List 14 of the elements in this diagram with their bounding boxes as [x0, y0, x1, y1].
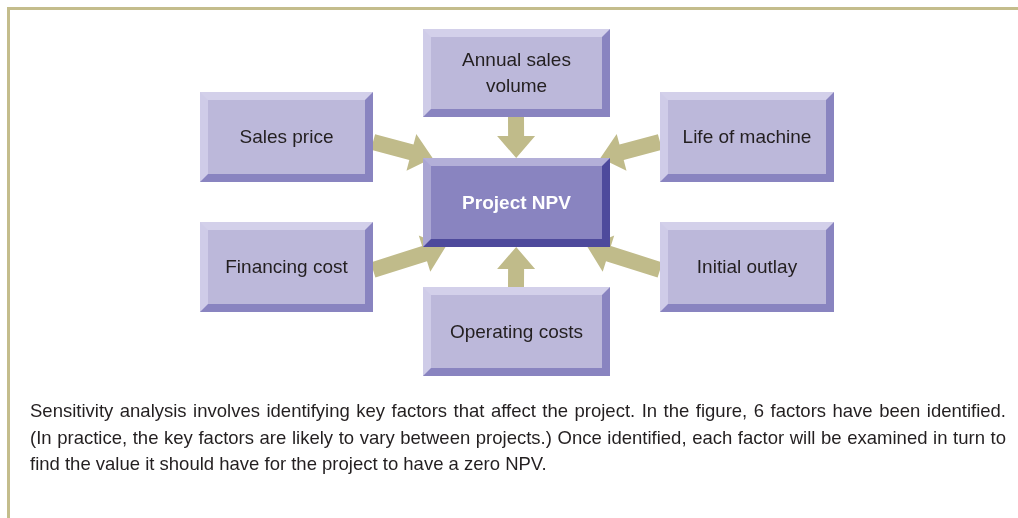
- arrow: [497, 117, 536, 158]
- arrow: [370, 235, 446, 278]
- factor-box: Financing cost: [200, 222, 373, 312]
- factor-box: Life of machine: [660, 92, 834, 182]
- factor-box: Initial outlay: [660, 222, 834, 312]
- arrow: [600, 133, 663, 171]
- arrow: [497, 247, 536, 287]
- arrow: [370, 133, 433, 171]
- factor-box: Annual sales volume: [423, 29, 610, 117]
- factor-box: Operating costs: [423, 287, 610, 376]
- factor-box: Sales price: [200, 92, 373, 182]
- arrow: [587, 235, 663, 278]
- caption: Sensitivity analysis involves identifying key factors that affect the project. In the figure, 6 factors have been identified. (In practice, the key factors are likely to vary between projects.) Once identified, each factor will be examined in turn to find the value it should have for the project to have a zero NPV.: [30, 399, 1006, 476]
- result-box: Project NPV: [423, 158, 610, 247]
